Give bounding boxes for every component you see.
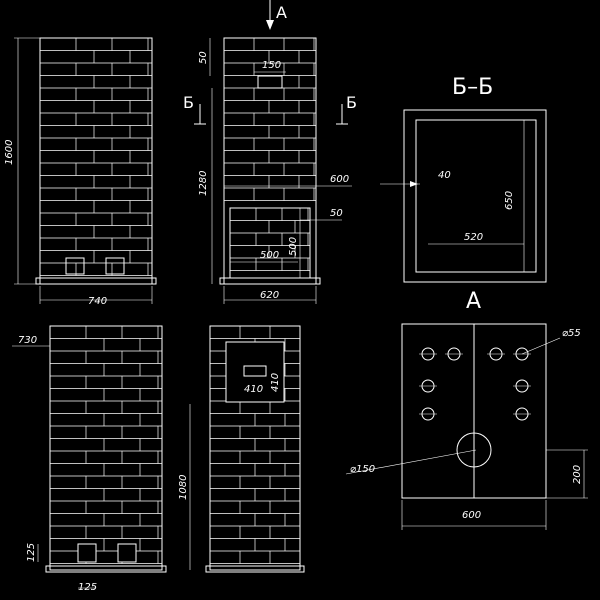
front-outline <box>39 37 153 285</box>
side-outline <box>209 325 301 571</box>
rear-view: 730 125 125 <box>12 325 167 593</box>
side-opening-height-label: 410 <box>270 373 281 392</box>
plan-width-label: 520 <box>464 232 483 243</box>
firebox-brickwork <box>230 208 310 271</box>
front-plinth <box>35 277 157 285</box>
plan-inner <box>415 119 537 273</box>
section-door-height-label: 500 <box>288 237 299 256</box>
section-opening-label: 150 <box>262 60 281 71</box>
plan-walls <box>403 109 547 283</box>
section-plinth <box>219 277 321 285</box>
top-plate-large-hole-label: ⌀150 <box>350 464 375 475</box>
side-plinth <box>205 565 305 573</box>
front-view: 1600 740 <box>4 37 157 307</box>
top-plate-large-hole <box>456 432 492 468</box>
plan-section-title: Б–Б <box>452 75 493 100</box>
section-arrow-icon <box>266 20 274 30</box>
front-vent-right <box>105 257 125 275</box>
rear-outline <box>49 325 163 571</box>
front-vent-left <box>65 257 85 275</box>
rear-vent-left <box>77 543 97 563</box>
top-plate: A ⌀55 ⌀150 600 200 <box>345 289 588 530</box>
side-opening <box>243 365 267 377</box>
section-top-opening <box>257 75 283 89</box>
section-view: 150 50 A Б Б 1280 600 50 500 500 620 <box>183 0 357 304</box>
top-plate-offset-label: 200 <box>572 465 583 484</box>
front-brickwork <box>40 38 152 276</box>
top-plate-small-hole-label: ⌀55 <box>562 328 581 339</box>
section-height-label: 1280 <box>198 171 209 196</box>
rear-bottom-width-label: 125 <box>78 582 97 593</box>
side-opening-width-label: 410 <box>244 384 263 395</box>
front-width-label: 740 <box>88 296 107 307</box>
side-view: 410 410 1080 <box>178 325 305 573</box>
rear-brickwork <box>50 326 162 564</box>
rear-top-offset-label: 730 <box>18 335 37 346</box>
section-door-offset-label: 50 <box>330 208 343 219</box>
section-brickwork <box>224 38 316 201</box>
plan-wall-label: 40 <box>438 170 451 181</box>
plan-depth-label: 650 <box>504 191 515 210</box>
top-plate-view-mark: A <box>466 289 481 314</box>
plan-section: Б–Б 40 650 520 <box>380 75 547 283</box>
top-plate-width-label: 600 <box>462 510 481 521</box>
rear-bottom-height-label: 125 <box>26 543 37 562</box>
section-top-offset-label: 50 <box>198 51 209 64</box>
rear-plinth <box>45 565 167 573</box>
top-plate-small-holes <box>419 347 531 421</box>
section-mark-right: Б <box>346 93 357 112</box>
section-door-width-label: 500 <box>260 250 279 261</box>
section-inner-width-label: 600 <box>330 174 349 185</box>
section-width-label: 620 <box>260 290 279 301</box>
front-height-label: 1600 <box>4 140 15 165</box>
section-firebox <box>229 207 311 279</box>
rear-vent-right <box>117 543 137 563</box>
section-view-mark: A <box>276 3 287 22</box>
section-mark-left: Б <box>183 93 194 112</box>
side-height-label: 1080 <box>178 475 189 500</box>
